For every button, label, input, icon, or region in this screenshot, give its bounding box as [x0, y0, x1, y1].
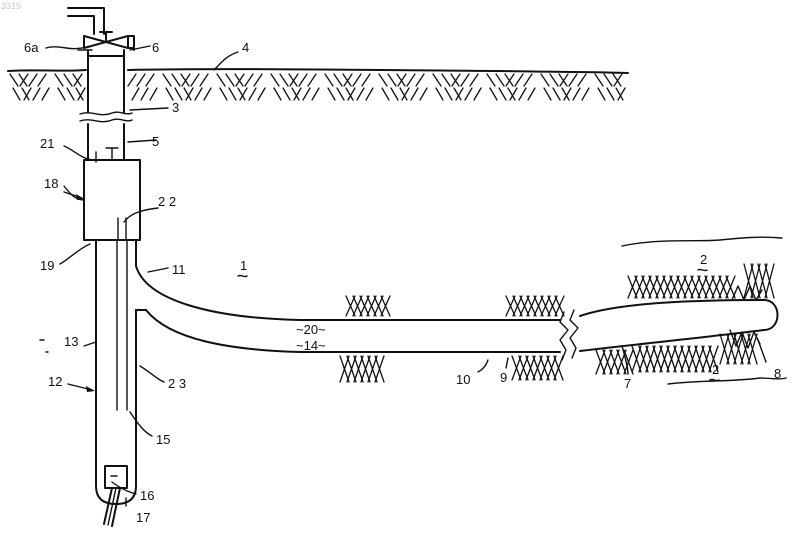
label-3: 3 [172, 100, 179, 115]
vertical-bore [96, 240, 146, 504]
label-1-underline [238, 275, 247, 276]
wellhead [68, 8, 134, 112]
label-4: 4 [242, 40, 249, 55]
stray-marks [40, 340, 48, 352]
label-8: 8 [774, 366, 781, 381]
label-5: 5 [152, 134, 159, 149]
label-14: ~14~ [296, 338, 326, 353]
label-23: 2 3 [168, 376, 186, 391]
label-6: 6 [152, 40, 159, 55]
label-2-upper-underline [698, 269, 707, 270]
label-11: 11 [172, 262, 186, 277]
label-18: 18 [44, 176, 58, 191]
label-arrows [64, 192, 95, 392]
label-15: 15 [156, 432, 170, 447]
reference-labels: 6a 6 4 3 21 5 18 2 2 19 11 1 2 ~20~ ~14~… [24, 40, 781, 525]
cable [104, 488, 120, 526]
corner-number: 3315 [1, 1, 21, 11]
casing-break [80, 112, 132, 122]
packer [84, 160, 140, 240]
label-20: ~20~ [296, 322, 326, 337]
label-2-upper: 2 [700, 252, 707, 267]
label-2-lower-underline [710, 379, 719, 380]
casing [88, 124, 124, 162]
label-16: 16 [140, 488, 154, 503]
label-19: 19 [40, 258, 54, 273]
formation-hatching [340, 264, 774, 382]
label-2-lower: 2 [712, 362, 719, 377]
label-21: 21 [40, 136, 54, 151]
label-17: 17 [136, 510, 150, 525]
label-9: 9 [500, 370, 507, 385]
label-22: 2 2 [158, 194, 176, 209]
label-13: 13 [64, 334, 78, 349]
ground-surface [8, 69, 628, 100]
label-12: 12 [48, 374, 62, 389]
label-10: 10 [456, 372, 470, 387]
label-6a: 6a [24, 40, 39, 55]
label-7: 7 [624, 376, 631, 391]
label-1: 1 [240, 258, 247, 273]
